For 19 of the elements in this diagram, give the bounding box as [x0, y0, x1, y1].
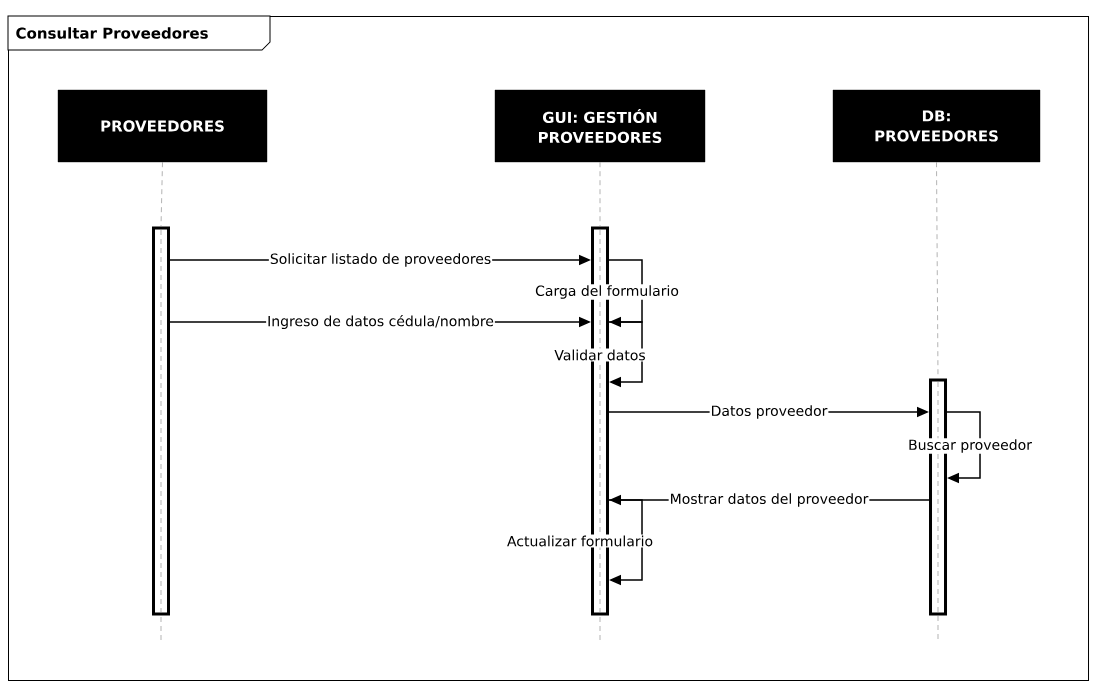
self-message-arrow	[608, 499, 643, 586]
message-label: Validar datos	[553, 348, 647, 362]
message-label: Datos proveedor	[709, 404, 829, 420]
message-label: Solicitar listado de proveedores	[268, 252, 493, 268]
message-label: Carga del formulario	[534, 284, 680, 300]
lifeline	[160, 161, 163, 227]
self-message-arrow	[946, 411, 981, 484]
message-label: Actualizar formulario	[505, 534, 655, 548]
message-label: Buscar proveedor	[907, 438, 1033, 454]
self-message-arrow	[608, 321, 643, 388]
message-label: Mostrar datos del proveedor	[668, 492, 870, 508]
activation-bar	[152, 226, 170, 616]
lifeline-head: DB: PROVEEDORES	[832, 89, 1041, 163]
message-label: Ingreso de datos cédula/nombre	[266, 313, 495, 331]
lifeline	[599, 161, 601, 227]
lifeline-head: PROVEEDORES	[57, 89, 268, 163]
frame	[8, 16, 1089, 681]
lifeline-head: GUI: GESTIÓN PROVEEDORES	[494, 89, 706, 163]
frame-title-tab: Consultar Proveedores	[7, 15, 271, 51]
